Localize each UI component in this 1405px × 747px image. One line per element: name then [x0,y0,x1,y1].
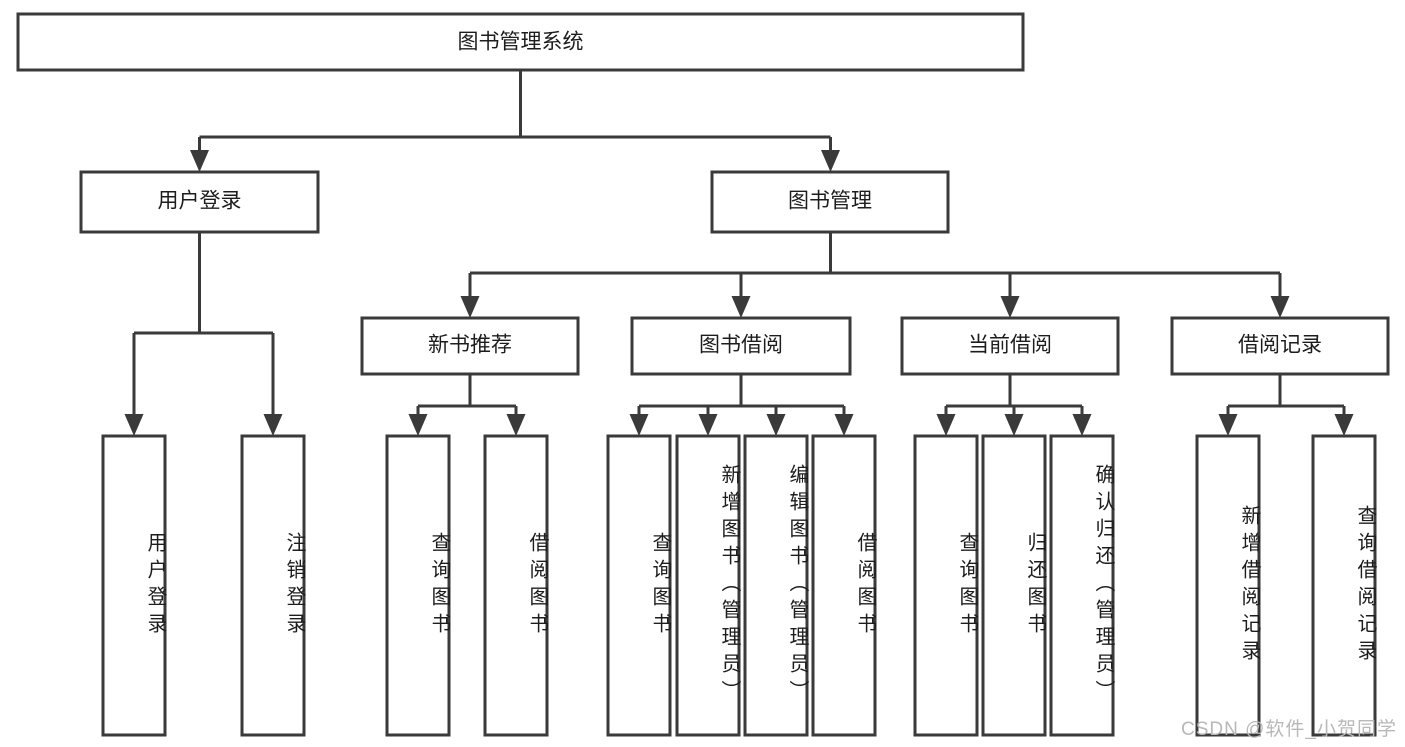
node-current-borrow-label: 当前借阅 [968,334,1052,357]
node-leaf-cb-return[interactable] [981,434,1047,737]
node-book-manage-label: 图书管理 [788,190,872,213]
node-leaf-cb-confirm[interactable] [1049,434,1115,737]
arrowhead-bb-add [698,414,718,436]
node-user-login[interactable] [79,170,320,234]
arrowhead-cb-confirm [1072,414,1092,436]
node-leaf-nbr-borrow[interactable] [483,434,549,737]
node-root-label: 图书管理系统 [458,31,584,54]
arrowhead-bb-query [629,414,649,436]
node-borrow-record-label: 借阅记录 [1238,334,1322,357]
arrowhead-nbr-borrow [506,414,526,436]
arrowhead-nbr-query [408,414,428,436]
connector-layer [124,70,1354,436]
arrowhead-current-borrow [1000,296,1020,318]
node-book-borrow[interactable] [630,316,852,376]
arrowhead-br-query [1334,414,1354,436]
arrowhead-new-book-rec [460,296,480,318]
watermark-text: CSDN @软件_小贺同学 [1181,719,1397,740]
arrowhead-borrow-record [1270,296,1290,318]
node-book-borrow-label: 图书借阅 [699,334,783,357]
node-leaf-bb-query[interactable] [606,434,672,737]
arrowhead-book-borrow [731,296,751,318]
node-leaf-br-add[interactable] [1195,434,1261,737]
node-leaf-user-logout[interactable] [240,434,306,737]
node-leaf-bb-add[interactable] [675,434,741,737]
arrowhead-cb-return [1004,414,1024,436]
node-leaf-br-query[interactable] [1311,434,1377,737]
node-leaf-bb-borrow[interactable] [811,434,877,737]
arrowhead-user-logout [263,414,283,436]
node-leaf-cb-query[interactable] [913,434,979,737]
node-book-manage[interactable] [710,170,950,234]
node-layer: 图书管理系统 用户登录 图书管理 新书推荐 图书借阅 当前借阅 借阅记录 [16,12,1390,737]
node-user-login-label: 用户登录 [158,190,242,213]
arrowhead-user-login-do [124,414,144,436]
arrowhead-user-login [190,150,209,172]
arrowhead-book-manage [821,150,840,172]
node-leaf-user-login-do[interactable] [101,434,167,737]
arrowhead-br-add [1218,414,1238,436]
node-leaf-bb-edit[interactable] [743,434,809,737]
node-current-borrow[interactable] [900,316,1120,376]
node-new-book-rec[interactable] [360,316,580,376]
node-new-book-rec-label: 新书推荐 [428,334,512,357]
node-root[interactable] [16,12,1025,72]
arrowhead-bb-edit [766,414,786,436]
node-borrow-record[interactable] [1170,316,1390,376]
arrowhead-bb-borrow [834,414,854,436]
node-leaf-nbr-query[interactable] [385,434,451,737]
arrowhead-cb-query [936,414,956,436]
